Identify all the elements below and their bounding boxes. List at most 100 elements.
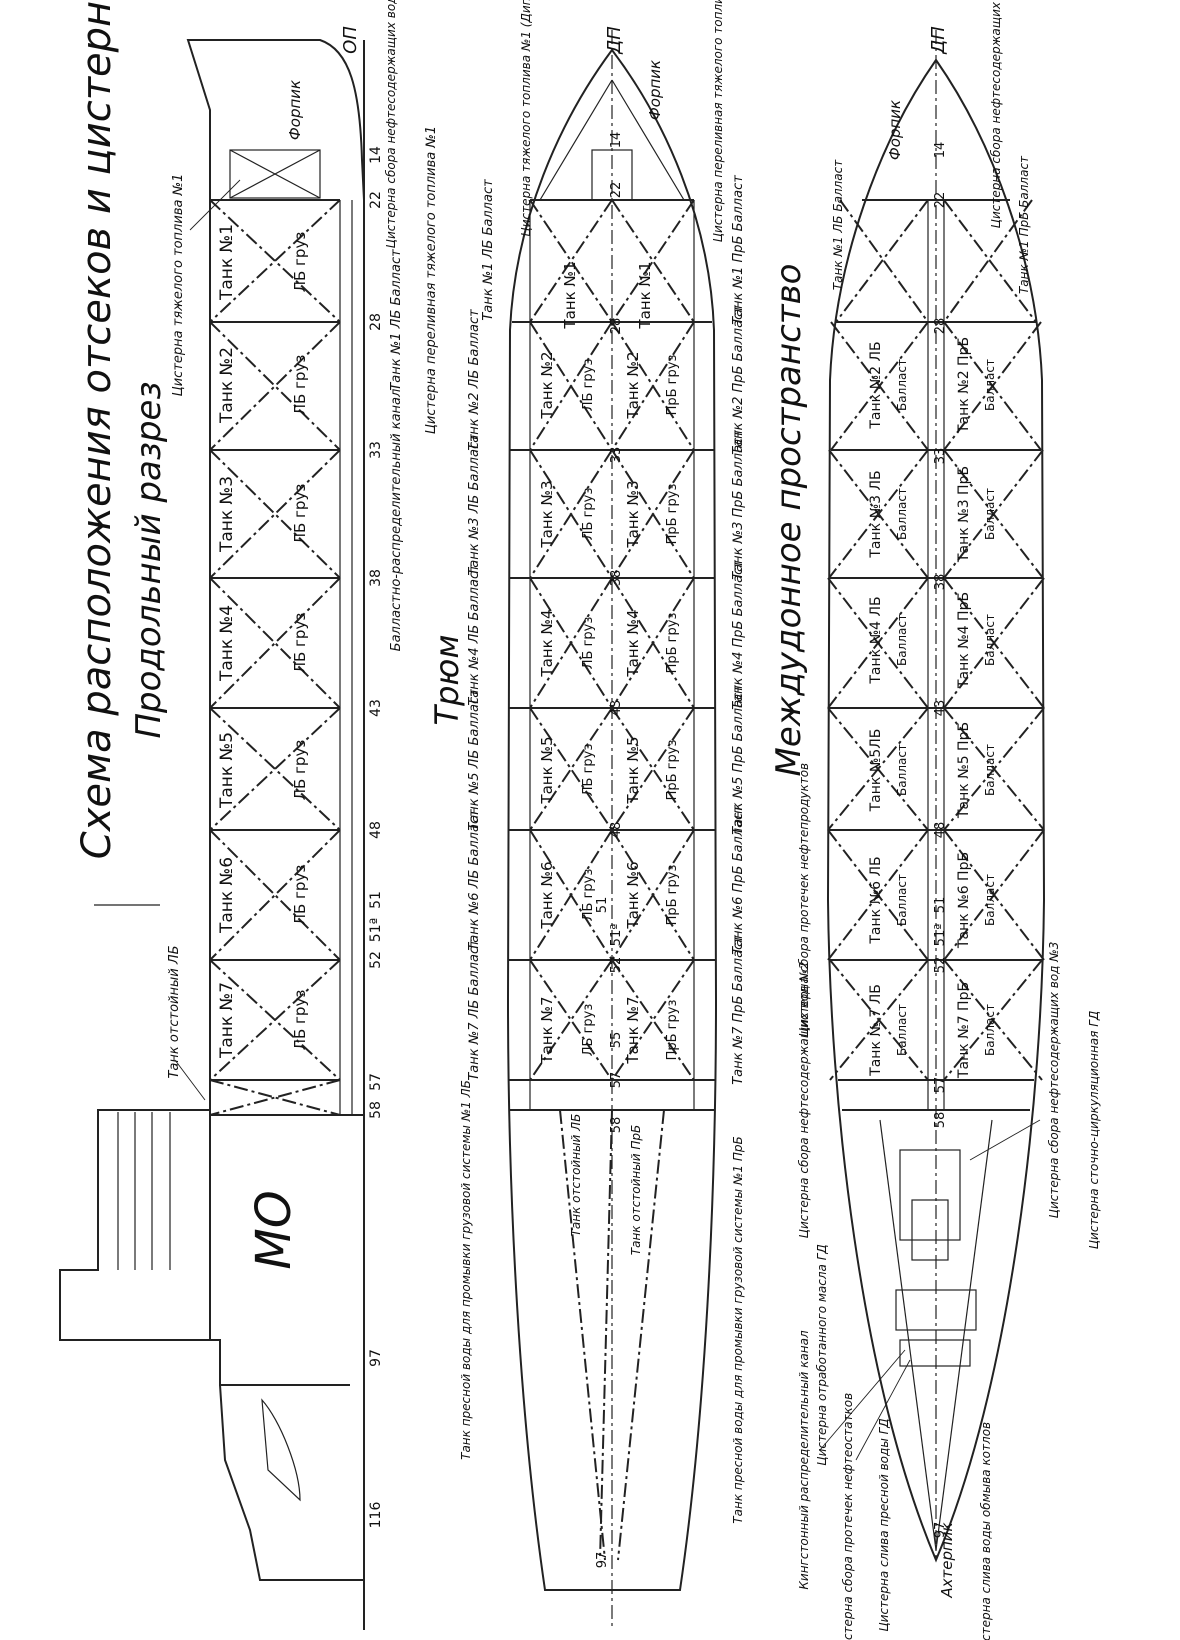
hold-pb-ballast-2: Танк №2 ПрБ Балласт <box>731 305 746 455</box>
db-lb-tank-5: Танк №5ЛБ <box>868 729 884 813</box>
db-oily-water-3-label: Цистерна сбора нефтесодержащих вод №3 <box>1047 942 1061 1219</box>
hold-lb-tank-6: Танк №6 <box>538 861 556 929</box>
db-callout-3 <box>969 1119 1041 1161</box>
hold-plan-section: ДП <box>459 0 746 1630</box>
tweendeck-title: Междудонное пространство <box>769 264 809 777</box>
db-frame-28: 28 <box>933 318 948 335</box>
profile-title: Продольный разрез <box>129 381 169 738</box>
profile-tank-1: Танк №1 <box>217 224 237 301</box>
hold-frame-28: 28 <box>609 318 624 335</box>
profile-cargo-1: ЛБ груз <box>291 232 309 293</box>
db-frame-22: 22 <box>933 192 948 209</box>
hold-lb-tank-4: Танк №4 <box>538 609 556 677</box>
callout-line-1 <box>174 1059 206 1101</box>
db-leak2-label: Цистерна сбора протечек нефтеостатков <box>841 1393 855 1640</box>
profile-tank-4: Танк №4 <box>217 605 237 682</box>
hold-pb-ballast-5: Танк №5 ПрБ Балласт <box>731 685 746 835</box>
hold-lb-cargo-4: ЛБ груз <box>581 617 596 670</box>
db-frame-52: 52 <box>933 957 948 974</box>
hold-pb-cargo-2: ПрБ груз <box>665 355 680 416</box>
hold-bow-line-2 <box>611 79 685 201</box>
db-frame-51a: 51ª <box>933 924 948 947</box>
hold-lb-cargo-6: ЛБ груз <box>581 869 596 922</box>
bow-outline <box>186 39 365 201</box>
hold-pb-cargo-4: ПрБ груз <box>665 613 680 674</box>
db-pb-tank-3: Танк №3 ПрБ <box>956 466 972 563</box>
db-frame-51: 51 <box>933 897 948 914</box>
db-circ-label: Цистерна сточно-циркуляционная ГД <box>1087 1011 1101 1250</box>
hold-frame-52: 52 <box>609 957 624 974</box>
db-lb-ballast-2: Балласт <box>895 359 909 411</box>
hold-lb-ballast-6: Танк №6 ЛБ Балласт <box>467 809 482 951</box>
hold-pb-tank-2: Танк №2 <box>624 351 642 419</box>
db-pb-ballast-4: Балласт <box>983 614 997 666</box>
db-leak-label: Цистерна сбора протечек нефтепродуктов <box>797 763 811 1037</box>
hold-pb-cargo-5: ПрБ груз <box>665 740 680 801</box>
profile-frame-52: 52 <box>368 951 384 969</box>
hold-overflow-label: Цистерна переливная тяжелого топлива №1 <box>711 0 725 242</box>
db-pb-ballast-6: Балласт <box>983 874 997 926</box>
db-pb-tank-5: Танк №5 ПрБ <box>956 722 972 819</box>
hold-pb-tank-7: Танк №7 <box>624 996 642 1064</box>
hold-frame-14: 14 <box>609 132 624 149</box>
hold-pb-tank-6: Танк №6 <box>624 861 642 929</box>
profile-overflow-label: Цистерна переливная тяжелого топлива №1 <box>424 126 439 434</box>
db-dp-label: ДП <box>928 26 949 55</box>
profile-frame-58: 58 <box>368 1101 384 1119</box>
db-lb-tank-6: Танк №6 ЛБ <box>868 856 884 944</box>
hold-pb-ballast-6: Танк №6 ПрБ Балласт <box>731 805 746 955</box>
hold-heavy-fuel-label: Цистерна тяжелого топлива №1 (Диптанк) <box>519 0 533 237</box>
rudder <box>261 1398 301 1502</box>
main-title: Схема расположения отсеков и цистерн <box>74 1 120 859</box>
db-pb-tank-6: Танк №6 ПрБ <box>956 852 972 949</box>
profile-tank1-ballast-label: Танк №1 ЛБ Балласт <box>389 249 404 391</box>
profile-tank-6: Танк №6 <box>217 857 237 934</box>
profile-cargo-4: ЛБ груз <box>291 613 309 674</box>
hold-frame-51: 51 <box>595 897 610 914</box>
db-lb-ballast-7: Балласт <box>895 1004 909 1056</box>
db-tank1-pb-label: Танк №1 ПрБ Балласт <box>1017 155 1031 294</box>
db-ballast-labels: Балласт Балласт Балласт Балласт Балласт … <box>895 359 997 1056</box>
profile-tank-7: Танк №7 <box>217 982 237 1059</box>
db-pb-ballast-7: Балласт <box>983 1004 997 1056</box>
db-lb-tank-labels: Танк № 7 ЛБ Танк №6 ЛБ Танк №5ЛБ Танк №4… <box>868 341 884 1076</box>
hold-lb-ballast-1: Танк №1 ЛБ Балласт <box>481 179 496 321</box>
hold-diagonals <box>529 199 695 1561</box>
profile-frame-28: 28 <box>368 313 384 331</box>
profile-frame-51: 51 <box>368 891 384 909</box>
hold-frame-38: 38 <box>609 570 624 587</box>
profile-settling-label: Танк отстойный ЛБ <box>167 945 182 1078</box>
hold-hull-outline <box>506 48 718 1591</box>
hold-pb-ballast-3: Танк №3 ПрБ Балласт <box>731 430 746 580</box>
db-pb-tank-7: Танк №7 ПрБ <box>956 982 972 1079</box>
stern-outline <box>210 1339 364 1581</box>
db-afterpeak: Ахтерпик <box>938 1522 956 1598</box>
hold-lb-ballast-5: Танк №5 ЛБ Балласт <box>467 689 482 831</box>
db-transverse-floors <box>828 199 1044 1111</box>
hold-pb-ballast-4: Танк №4 ПрБ Балласт <box>731 560 746 710</box>
profile-frame-22: 22 <box>368 191 384 209</box>
profile-cargo-2: ЛБ груз <box>291 355 309 416</box>
hold-pb-tank-labels: Танк №7 Танк №6 Танк №5 Танк №4 Танк №3 … <box>624 261 654 1064</box>
db-pb-tank-4: Танк №4 ПрБ <box>956 592 972 689</box>
db-frame-58: 58 <box>933 1112 948 1129</box>
profile-diagonals <box>209 199 341 1116</box>
profile-cargo-6: ЛБ груз <box>291 865 309 926</box>
profile-oily-water-label: Цистерна сбора нефтесодержащих вод №1 <box>384 0 398 248</box>
hold-frame-51a: 51ª <box>609 924 624 947</box>
db-er-line-1 <box>879 1119 937 1551</box>
db-callout-1 <box>819 1349 906 1451</box>
db-pb-ballast-2: Балласт <box>983 359 997 411</box>
profile-frame-33: 33 <box>368 441 384 459</box>
hold-pb-tank-5: Танк №5 <box>624 736 642 804</box>
db-pb-tank-2: Танк №2 ПрБ <box>956 337 972 434</box>
profile-heavy-fuel-label: Цистерна тяжелого топлива №1 <box>171 174 186 397</box>
hold-lb-tank-7: Танк №7 <box>538 996 556 1064</box>
hold-forepeak: Форпик <box>646 60 664 120</box>
db-pb-ballast-3: Балласт <box>983 488 997 540</box>
engine-room-label: МО <box>246 1190 302 1269</box>
hold-pb-cargo-6: ПрБ груз <box>665 865 680 926</box>
db-lb-tank-3: Танк №3 ЛБ <box>868 470 884 558</box>
hold-lb-tank-2: Танк №2 <box>538 351 556 419</box>
